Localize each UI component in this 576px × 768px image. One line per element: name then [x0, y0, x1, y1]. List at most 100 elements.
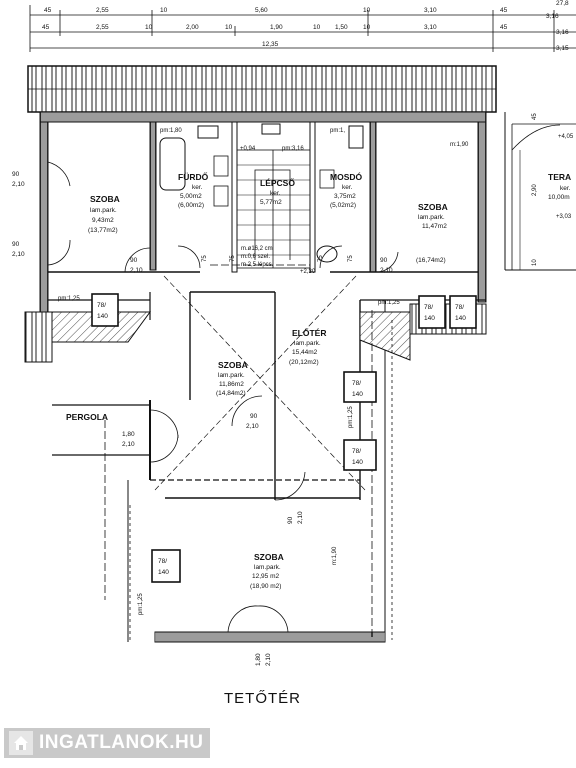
dim-text: 1,50: [335, 24, 348, 31]
dim-text: 27,8: [556, 0, 569, 7]
door-sill: 75: [230, 255, 236, 262]
roof-window: 78/ 140: [151, 549, 181, 583]
roof-window: 78/ 140: [343, 439, 377, 471]
level-text: +4,05: [558, 134, 574, 140]
house-logo-icon: [9, 731, 33, 755]
dim-text: 2,55: [96, 24, 109, 31]
door-width: 1,80: [122, 431, 135, 438]
door-height: 2,10: [246, 423, 259, 430]
dimension-labels: 45 2,55 10 5,60 10 3,10 45 3,16 27,8 45 …: [42, 0, 569, 52]
dim-text: 1,90: [270, 24, 283, 31]
room-area: 15,44m2: [292, 349, 318, 356]
room-terasz: TERA ker. 10,00m: [548, 172, 571, 201]
level-text: m:1,90: [332, 546, 338, 565]
room-floor: ker.: [270, 190, 281, 197]
stair-note: m.ø16,2 cm m.0,6 szel. m 2,5 lépcs.: [241, 246, 274, 268]
stair-note-line: m 2,5 lépcs.: [241, 262, 274, 268]
dim-text: 3,16: [556, 29, 569, 36]
door-width: 90: [130, 257, 138, 264]
door-width: 90: [12, 171, 20, 178]
door-width: 1,80: [255, 653, 262, 666]
room-gross: (20,12m2): [289, 359, 319, 366]
level-text: 10: [532, 259, 538, 266]
dim-text: 10: [225, 24, 233, 31]
room-floor: lam.park.: [294, 340, 321, 347]
room-gross: (18,90 m2): [250, 583, 281, 590]
room-szoba-left: SZOBA lam.park. 9,43m2 (13,77m2): [88, 194, 120, 234]
room-floor: lam.park.: [418, 214, 445, 221]
brand-text: INGATLANOK.HU: [39, 732, 204, 753]
level-text: pm:1,: [330, 128, 345, 134]
dim-text: 10: [160, 7, 168, 14]
level-text: +0,94: [240, 146, 256, 152]
room-mosdo: MOSDÓ ker. 3,75m2 (5,02m2): [330, 171, 363, 209]
walls: [39, 111, 487, 643]
level-text: pm:3,16: [282, 146, 304, 152]
room-lepcso: LÉPCSŐ ker. 5,77m2: [260, 177, 295, 206]
roof-window: 78/ 140: [343, 371, 377, 403]
level-text: +3,03: [556, 214, 572, 220]
door-height: 2,10: [130, 267, 143, 274]
room-floor: ker.: [192, 184, 203, 191]
window-size-bottom: 140: [352, 391, 363, 398]
roof-window: 78/ 140: [449, 295, 477, 329]
room-area: 10,00m: [548, 194, 570, 201]
dim-text: 10: [363, 7, 371, 14]
dim-text: 12,35: [262, 41, 279, 48]
room-gross: (6,00m2): [178, 202, 204, 209]
dim-text: 45: [500, 24, 508, 31]
door-width: 90: [380, 257, 388, 264]
window-size-top: 78/: [97, 302, 106, 309]
roof-windows: 78/ 140 78/ 140 78/ 140 78/ 140 78/ 140 …: [91, 293, 477, 583]
room-gross: (14,84m2): [216, 390, 246, 397]
room-area: 3,75m2: [334, 193, 356, 200]
room-area: 5,00m2: [180, 193, 202, 200]
room-name: SZOBA: [218, 360, 248, 370]
staircase: [236, 149, 311, 269]
door-width: 90: [250, 413, 258, 420]
level-text: 45: [532, 113, 538, 120]
room-floor: lam.park.: [90, 207, 117, 214]
door-sill: 75: [202, 255, 208, 262]
window-size-top: 78/: [158, 558, 167, 565]
dim-text: 2,55: [96, 7, 109, 14]
level-text: pm:1,25: [58, 296, 80, 302]
stair-note-line: m.0,6 szel.: [241, 254, 270, 260]
room-area: 11,47m2: [422, 223, 447, 230]
window-size-top: 78/: [424, 304, 433, 311]
room-name: FÜRDŐ: [178, 171, 209, 182]
stair-note-line: m.ø16,2 cm: [241, 246, 273, 252]
roof-eave-top: [27, 65, 497, 113]
room-name: SZOBA: [254, 552, 284, 562]
room-szoba-right: SZOBA lam.park. 11,47m2 (16,74m2): [416, 202, 448, 264]
window-size-bottom: 140: [97, 313, 108, 320]
dim-text: 45: [500, 7, 508, 14]
room-szoba-bottom: SZOBA lam.park. 12,95 m2 (18,90 m2): [250, 552, 284, 590]
dim-text: 3,15: [556, 45, 569, 52]
door-sill: 75: [318, 255, 324, 262]
terrace: [504, 112, 576, 271]
room-labels: SZOBA lam.park. 9,43m2 (13,77m2) FÜRDŐ k…: [66, 171, 571, 590]
dim-text: 45: [42, 24, 50, 31]
level-text: pm:1,80: [160, 128, 182, 134]
roof-window: 78/ 140: [91, 293, 119, 327]
dim-text: 3,16: [546, 13, 559, 20]
level-text: 2,90: [532, 184, 538, 196]
window-size-bottom: 140: [158, 569, 169, 576]
window-size-top: 78/: [352, 448, 361, 455]
room-area: 11,86m2: [219, 381, 244, 388]
room-eloter: ELŐTÉR lam.park. 15,44m2 (20,12m2): [289, 327, 326, 366]
room-floor: lam.park.: [218, 372, 245, 379]
room-name: SZOBA: [418, 202, 448, 212]
room-name: SZOBA: [90, 194, 120, 204]
window-size-bottom: 140: [352, 459, 363, 466]
level-text: pm:1,25: [378, 300, 400, 306]
room-area: 9,43m2: [92, 217, 114, 224]
dim-text: 10: [313, 24, 321, 31]
floor-title: TETŐTÉR: [224, 690, 301, 707]
room-gross: (13,77m2): [88, 227, 118, 234]
room-gross: (5,02m2): [330, 202, 356, 209]
level-labels: pm:1,80 +0,94 pm:3,16 pm:1, m:1,90 +4,05…: [58, 113, 574, 615]
room-gross: (16,74m2): [416, 257, 446, 264]
